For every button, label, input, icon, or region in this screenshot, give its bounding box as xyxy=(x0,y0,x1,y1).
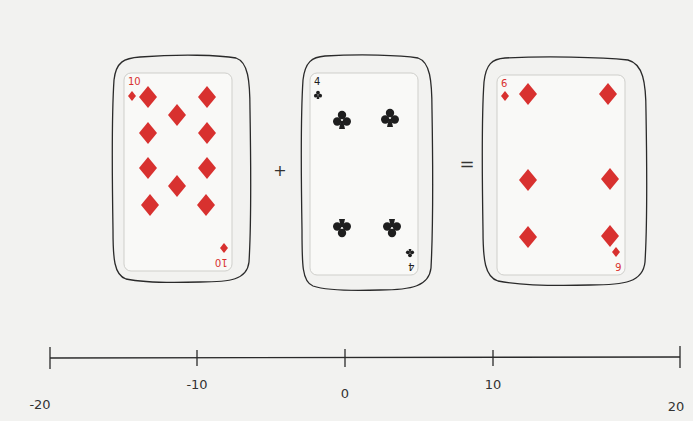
axis-number: 10 xyxy=(485,377,502,392)
playing-card: 66 xyxy=(497,75,625,275)
axis-number: -10 xyxy=(186,377,207,392)
axis-number: -20 xyxy=(29,397,50,412)
card-index: 10 xyxy=(215,257,228,268)
card-face xyxy=(124,73,625,275)
playing-card: 10 10 xyxy=(124,73,232,271)
axis-number: 20 xyxy=(668,399,685,414)
diamond-pips xyxy=(501,83,620,257)
diamond-pips xyxy=(128,86,228,253)
card-index: 4 xyxy=(408,261,414,272)
number-line xyxy=(50,346,680,369)
operator-sign: + xyxy=(273,162,286,180)
card-index: 6 xyxy=(615,261,621,272)
playing-card: 44 xyxy=(310,73,418,275)
club-pips xyxy=(314,91,414,257)
operator-sign: = xyxy=(459,154,474,174)
card-index: 6 xyxy=(501,78,507,89)
axis-number: 0 xyxy=(341,386,349,401)
card-index: 10 xyxy=(128,76,141,87)
card-index: 4 xyxy=(314,76,320,87)
hand-outline xyxy=(112,55,646,290)
